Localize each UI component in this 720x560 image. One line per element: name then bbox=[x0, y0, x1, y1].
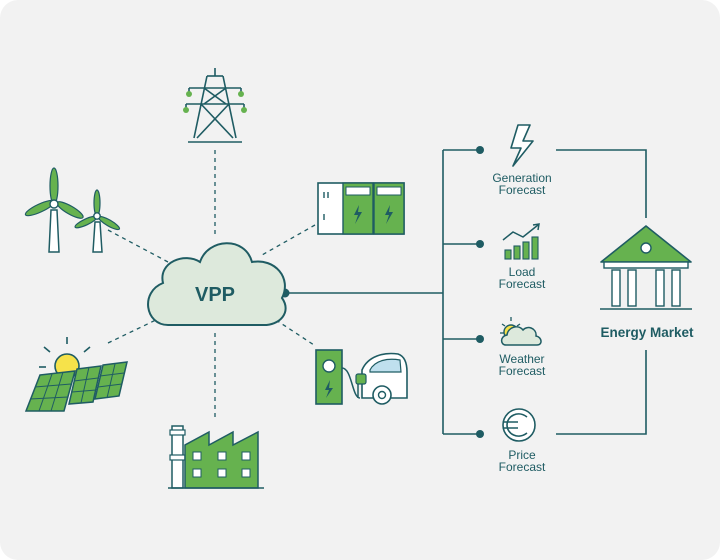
price-to-market bbox=[556, 350, 647, 435]
weather-dot bbox=[476, 335, 484, 343]
generation-dot bbox=[476, 146, 484, 154]
vpp-label: VPP bbox=[194, 284, 236, 306]
pylon-insulators bbox=[183, 91, 247, 113]
load-dot bbox=[476, 240, 484, 248]
load-forecast-label: Load Forecast bbox=[498, 265, 546, 291]
price-forecast-label: Price Forecast bbox=[498, 448, 546, 474]
dashed-connectors bbox=[107, 150, 316, 420]
bar-chart-trend-icon bbox=[502, 223, 540, 260]
generation-forecast-label: Generation Forecast bbox=[492, 171, 552, 197]
euro-coin-icon bbox=[502, 408, 536, 442]
connector-wind bbox=[107, 229, 169, 263]
connector-battery bbox=[261, 224, 316, 256]
solid-connectors bbox=[285, 149, 647, 435]
price-dot bbox=[476, 430, 484, 438]
bank-building-icon bbox=[600, 225, 692, 310]
factory-icon bbox=[168, 425, 264, 489]
generation-to-market bbox=[556, 149, 647, 218]
power-pylon-icon bbox=[185, 68, 245, 143]
energy-market-label: Energy Market bbox=[600, 325, 694, 340]
lightning-icon bbox=[510, 124, 534, 167]
solar-panels-icon bbox=[24, 337, 128, 412]
connector-ev bbox=[275, 319, 315, 346]
weather-forecast-label: Weather Forecast bbox=[498, 352, 546, 378]
wind-turbines-icon bbox=[24, 167, 121, 253]
vpp-cloud-icon bbox=[147, 242, 287, 327]
battery-storage-icon bbox=[317, 182, 405, 235]
ev-charger-icon bbox=[315, 349, 408, 405]
connector-solar bbox=[107, 317, 161, 344]
sun-cloud-icon bbox=[500, 317, 542, 346]
